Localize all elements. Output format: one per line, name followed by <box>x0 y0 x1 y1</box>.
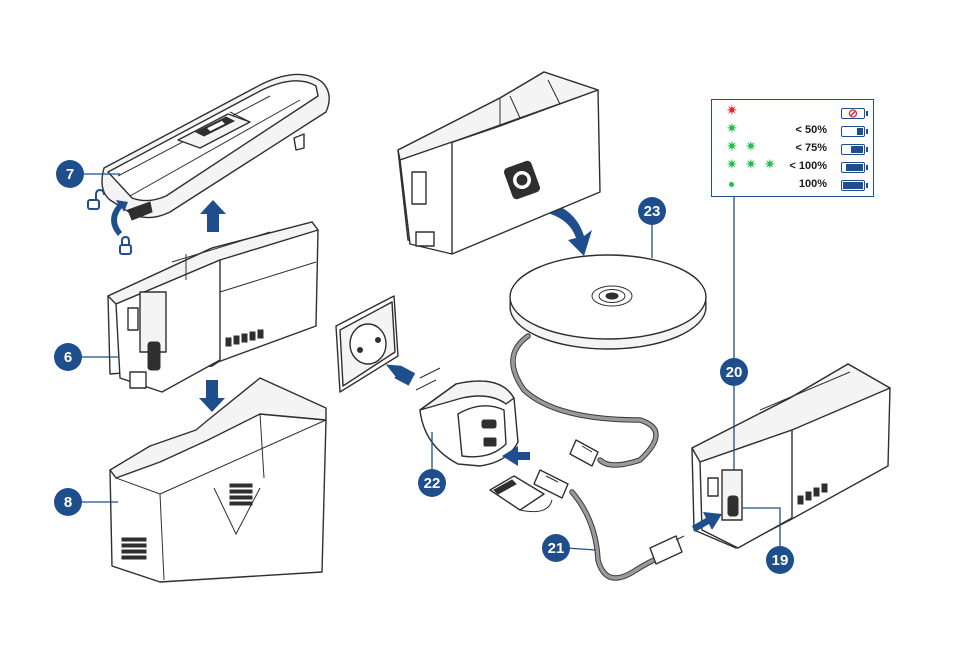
legend-row-full: 100% <box>712 176 873 193</box>
wall-socket <box>336 296 398 392</box>
rotate-arrow-icon <box>111 200 128 236</box>
legend-row-50: ✷ < 50% <box>712 122 873 139</box>
usb-charger <box>416 368 518 466</box>
red-led-icon: ✷ <box>726 103 738 120</box>
legend-row-75: ✷ ✷ < 75% <box>712 140 873 157</box>
callout-label: 21 <box>548 540 565 557</box>
callout-22: 22 <box>418 469 446 497</box>
callout-label: 20 <box>726 364 743 381</box>
pad-cable <box>513 336 656 466</box>
battery-icon <box>841 180 865 191</box>
green-led-icon: ✷ <box>726 157 738 174</box>
green-led-icon: ✷ <box>726 139 738 156</box>
battery-pack <box>108 222 318 392</box>
legend-label: < 75% <box>796 140 828 157</box>
battery-icon <box>841 144 865 155</box>
callout-label: 7 <box>66 166 74 183</box>
battery-housing <box>110 378 326 582</box>
battery-pack-wireless <box>398 72 600 254</box>
battery-pack-charging <box>692 364 890 548</box>
callout-23: 23 <box>638 197 666 225</box>
green-led-icon: ✷ <box>726 121 738 138</box>
lock-icon <box>120 237 131 254</box>
callout-8: 8 <box>54 488 82 516</box>
legend-label: 100% <box>799 176 827 193</box>
green-led-dot-icon <box>729 182 734 187</box>
remove-cover-arrow <box>200 200 226 232</box>
battery-cover <box>102 74 329 220</box>
wireless-charging-pad <box>510 255 706 349</box>
callout-21: 21 <box>542 534 570 562</box>
insert-battery-arrow <box>199 380 225 412</box>
battery-icon <box>841 126 865 137</box>
green-led-icon: ✷ <box>745 139 757 156</box>
callout-20: 20 <box>720 358 748 386</box>
callout-label: 22 <box>424 475 441 492</box>
legend-row-empty: ✷ <box>712 104 873 121</box>
callout-7: 7 <box>56 160 84 188</box>
battery-empty-crossed-icon <box>841 108 865 119</box>
callout-label: 8 <box>64 494 72 511</box>
battery-icon <box>841 162 865 173</box>
led-status-legend: ✷ ✷ < 50% ✷ ✷ < 75% ✷ ✷ ✷ < 100% 100% <box>711 99 874 197</box>
green-led-icon: ✷ <box>764 157 776 174</box>
legend-label: < 50% <box>796 122 828 139</box>
legend-label: < 100% <box>789 158 827 175</box>
callout-label: 6 <box>64 349 72 366</box>
callout-19: 19 <box>766 546 794 574</box>
green-led-icon: ✷ <box>745 157 757 174</box>
callout-label: 19 <box>772 552 789 569</box>
callout-label: 23 <box>644 203 661 220</box>
unlock-icon <box>88 190 104 209</box>
callout-6: 6 <box>54 343 82 371</box>
legend-row-100-partial: ✷ ✷ ✷ < 100% <box>712 158 873 175</box>
